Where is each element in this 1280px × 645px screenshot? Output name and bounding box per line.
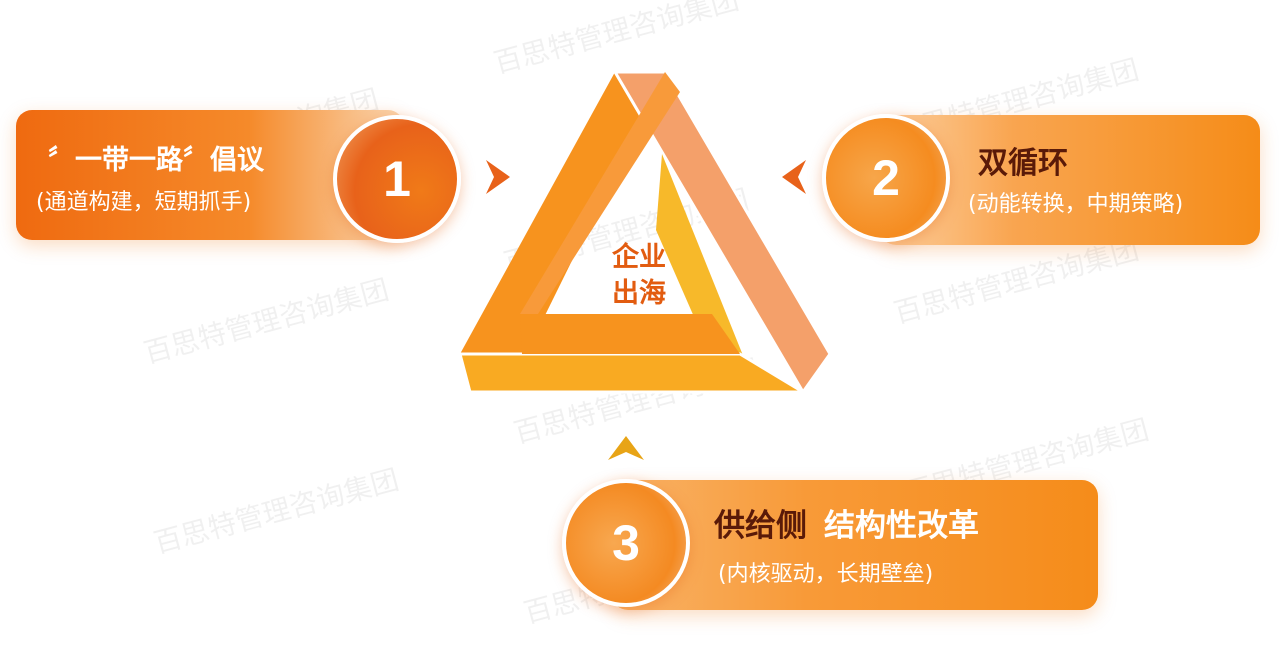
card-1-subtitle: (通道构建，短期抓手) [36,190,252,215]
triangle-bottom-face [458,352,809,394]
card-2-subtitle: (动能转换，中期策略) [968,192,1184,217]
card-3-subtitle: (内核驱动，长期壁垒) [718,562,934,587]
card-3-title-light: 结构性改革 [824,508,979,544]
card-2-title: 双循环 [978,146,1068,181]
arrow-up-icon [608,436,644,460]
card-3-title-dark: 供给侧 [714,508,807,544]
number-badge-3: 3 [562,479,690,607]
number-badge-2: 2 [822,114,950,242]
triangle-inner-face [656,154,744,358]
triangle-left-face [460,72,665,362]
triangle-inner-left [520,72,680,314]
arrow-right-icon [486,160,510,194]
arrow-left-icon [782,160,806,194]
card-supply-side-reform [612,480,1098,610]
watermark: 百思特管理咨询集团 [140,272,393,370]
number-badge-1: 1 [333,115,461,243]
watermark: 百思特管理咨询集团 [150,462,403,560]
triangle-inner-bottom [520,314,740,354]
penrose-triangle-icon [458,70,830,395]
card-1-title: 〞一带一路〞倡议 [48,145,264,176]
center-label-line-2: 出海 [612,278,666,309]
center-label-line-1: 企业 [612,242,666,273]
